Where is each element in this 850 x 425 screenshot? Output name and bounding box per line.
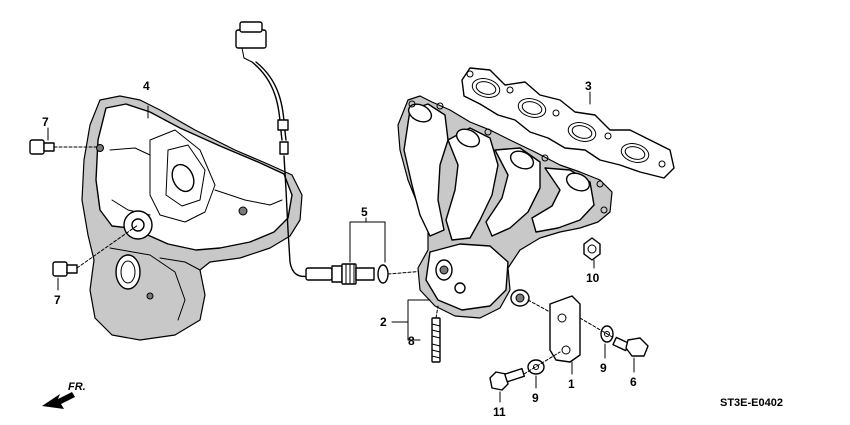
stud-bolt-8: [431, 305, 441, 363]
callout-8: 8: [408, 334, 415, 348]
callout-6: 6: [630, 375, 637, 389]
washer-9-lower: [527, 359, 545, 375]
heat-shield: [81, 95, 303, 341]
front-arrow: FR.: [42, 381, 86, 409]
bolt-7-lower: [52, 224, 139, 277]
bolt-6: [579, 317, 649, 357]
callout-11: 11: [493, 405, 506, 419]
callout-2: 2: [380, 315, 387, 329]
bolt-7-upper: [29, 139, 99, 155]
callout-9-lower: 9: [532, 391, 539, 405]
bolt-11: [489, 351, 561, 391]
leader-lines: [47, 91, 635, 403]
oxygen-sensor: [235, 21, 439, 285]
manifold-gasket: [461, 67, 675, 179]
nut-10: [583, 237, 601, 261]
front-arrow-label: FR.: [68, 381, 86, 393]
diagram-code: ST3E-E0402: [720, 397, 783, 409]
callout-3: 3: [585, 79, 592, 93]
callout-4: 4: [143, 79, 150, 93]
callout-9-right: 9: [600, 361, 607, 375]
callout-7-lower: 7: [54, 293, 61, 307]
callout-5: 5: [361, 205, 368, 219]
exhaust-manifold: [397, 95, 613, 319]
callout-7-upper: 7: [42, 115, 49, 129]
callout-1: 1: [568, 377, 575, 391]
callout-10: 10: [586, 271, 600, 285]
bracket-1: [527, 295, 581, 363]
